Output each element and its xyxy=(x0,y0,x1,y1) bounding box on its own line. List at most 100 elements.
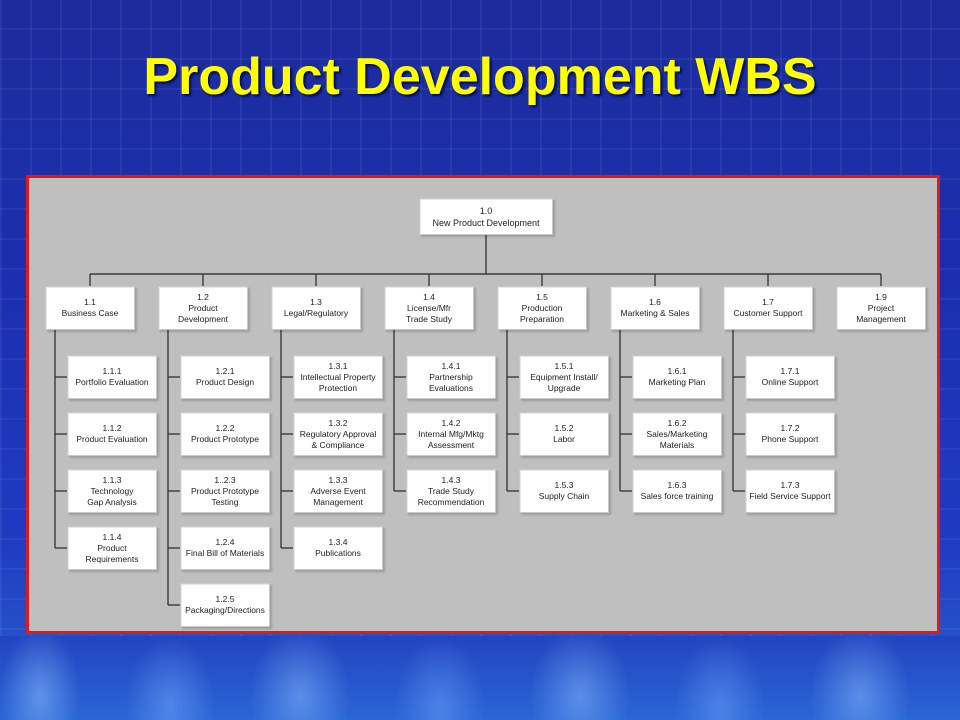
wbs-code: 1.5 xyxy=(536,291,548,302)
wbs-code: 1.3 xyxy=(310,297,322,307)
wbs-code: 1.3.3 xyxy=(328,474,348,485)
wbs-label-line: Intellectual Property xyxy=(300,371,376,382)
wbs-label-line: Packaging/Directions xyxy=(185,605,265,615)
wbs-code: 1.2.2 xyxy=(215,423,235,433)
wbs-code: 1.1.1 xyxy=(102,366,122,376)
wbs-label-line: & Compliance xyxy=(311,439,365,450)
wbs-label-line: Phone Support xyxy=(761,434,819,444)
wbs-code: 1.9 xyxy=(875,291,887,302)
background-crowd-band xyxy=(0,636,960,720)
wbs-code: 1.2.4 xyxy=(215,537,235,547)
wbs-label-line: Supply Chain xyxy=(538,491,590,501)
wbs-code: 1..2.3 xyxy=(214,474,236,485)
wbs-code: 1.2.1 xyxy=(215,366,235,376)
wbs-code: 1.7.1 xyxy=(780,366,800,376)
wbs-code: 1.2 xyxy=(197,291,209,302)
wbs-label-line: Product xyxy=(188,302,218,313)
wbs-code: 1.3.1 xyxy=(328,360,348,371)
wbs-code: 1.6 xyxy=(649,297,661,307)
wbs-label-line: Recommendation xyxy=(417,496,485,507)
wbs-label-line: Labor xyxy=(553,434,575,444)
wbs-code: 1.4.1 xyxy=(441,360,461,371)
wbs-label-line: Trade Study xyxy=(406,313,452,324)
wbs-label-line: Partnership xyxy=(429,371,473,382)
wbs-label-line: Adverse Event xyxy=(310,485,366,496)
wbs-code: 1.6.1 xyxy=(667,366,687,376)
wbs-label-line: Marketing Plan xyxy=(648,377,706,387)
wbs-code: 1.5.1 xyxy=(554,360,574,371)
connector-lines xyxy=(54,235,882,606)
wbs-label-line: Requirements xyxy=(85,553,139,564)
wbs-code: 1.3.2 xyxy=(328,417,348,428)
wbs-code: 1.4 xyxy=(423,291,435,302)
wbs-label-line: Upgrade xyxy=(547,382,581,393)
slide-title: Product Development WBS xyxy=(143,48,817,106)
wbs-label-line: Sales force training xyxy=(640,491,714,501)
wbs-code: 1.0 xyxy=(479,205,493,216)
wbs-label-line: Marketing & Sales xyxy=(620,308,690,318)
wbs-label-line: Sales/Marketing xyxy=(646,428,708,439)
wbs-label-line: Publications xyxy=(315,548,361,558)
wbs-code: 1.7 xyxy=(762,297,774,307)
wbs-code: 1.1.4 xyxy=(102,531,122,542)
wbs-label-line: License/Mfr xyxy=(407,302,451,313)
wbs-label-line: Product Design xyxy=(195,377,255,387)
wbs-label-line: Evaluations xyxy=(429,382,473,393)
wbs-label-line: Production xyxy=(521,302,563,313)
wbs-label-line: Management xyxy=(856,313,906,324)
wbs-code: 1.6.2 xyxy=(667,417,687,428)
wbs-label-line: Assessment xyxy=(427,439,475,450)
wbs-label-line: Portfolio Evaluation xyxy=(75,377,149,387)
wbs-code: 1.2.5 xyxy=(215,594,235,604)
wbs-label-line: Product xyxy=(97,542,127,553)
wbs-code: 1.1 xyxy=(84,297,96,307)
wbs-label-line: Internal Mfg/Mktg xyxy=(418,428,484,439)
wbs-label-line: Management xyxy=(313,496,363,507)
wbs-label-line: Product Prototype xyxy=(190,434,260,444)
wbs-label-line: Protection xyxy=(318,382,358,393)
wbs-code: 1.5.2 xyxy=(554,423,574,433)
wbs-label-line: Final Bill of Materials xyxy=(185,548,265,558)
wbs-code: 1.3.4 xyxy=(328,537,348,547)
wbs-label-line: Regulatory Approval xyxy=(299,428,377,439)
wbs-label-line: Testing xyxy=(211,496,239,507)
wbs-label-line: Field Service Support xyxy=(749,491,831,501)
wbs-label-line: Business Case xyxy=(61,308,119,318)
wbs-label-line: Trade Study xyxy=(428,485,474,496)
wbs-label-line: Product Prototype xyxy=(190,485,260,496)
wbs-code: 1.7.3 xyxy=(780,480,800,490)
wbs-label-line: Legal/Regulatory xyxy=(283,308,349,318)
wbs-label-line: Materials xyxy=(659,439,695,450)
wbs-code: 1.5.3 xyxy=(554,480,574,490)
